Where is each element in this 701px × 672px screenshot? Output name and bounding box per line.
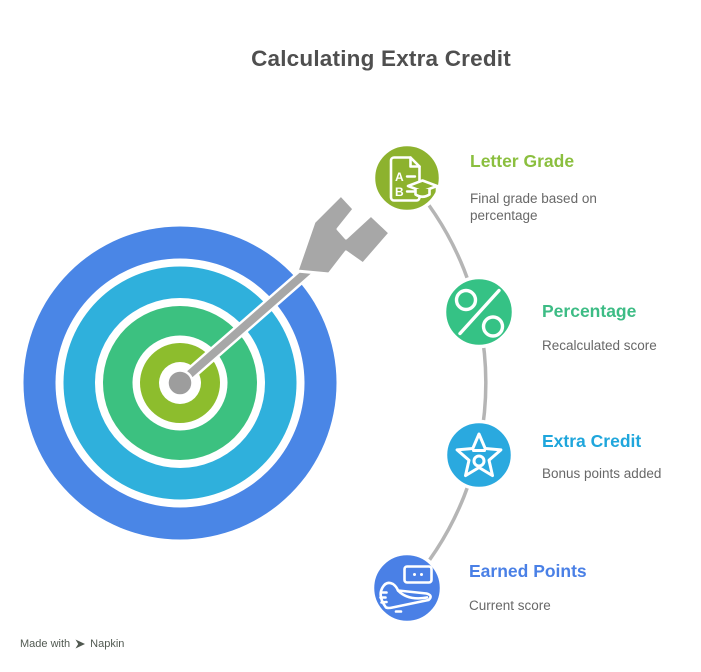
step-description-earned-points: Current score — [469, 598, 551, 613]
svg-text:A: A — [395, 170, 404, 184]
arrow-fletching — [295, 193, 392, 276]
step-node-letter-grade: A B — [371, 142, 443, 214]
report-card-graduation-icon: A B — [389, 156, 439, 202]
step-label-letter-grade: Letter Grade — [470, 151, 575, 171]
step-label-extra-credit: Extra Credit — [542, 431, 642, 451]
step-label-percentage: Percentage — [542, 301, 637, 321]
napkin-logo-icon — [75, 639, 86, 649]
arrow-shaft — [178, 258, 322, 385]
step-node-percentage — [442, 275, 516, 349]
percent-icon — [454, 288, 505, 338]
ticket-shoe-icon — [379, 565, 433, 613]
page-title: Calculating Extra Credit — [251, 46, 511, 71]
step-circle-earned-points — [370, 551, 444, 625]
step-description-extra-credit: Bonus points added — [542, 466, 662, 481]
star-badge-icon — [455, 432, 503, 478]
step-description-letter-grade: Final grade based on percentage — [470, 191, 597, 224]
arrow-illustration — [166, 193, 392, 397]
step-node-earned-points — [370, 551, 444, 625]
step-node-extra-credit — [443, 419, 515, 491]
step-label-earned-points: Earned Points — [469, 561, 587, 581]
svg-text:B: B — [395, 185, 404, 199]
step-description-percentage: Recalculated score — [542, 338, 657, 353]
step-connector-curve — [403, 174, 491, 592]
watermark-prefix: Made with — [20, 638, 71, 650]
watermark: Made with Napkin — [20, 638, 124, 650]
watermark-brand: Napkin — [90, 638, 125, 650]
arrow-impact-dot — [166, 369, 194, 397]
